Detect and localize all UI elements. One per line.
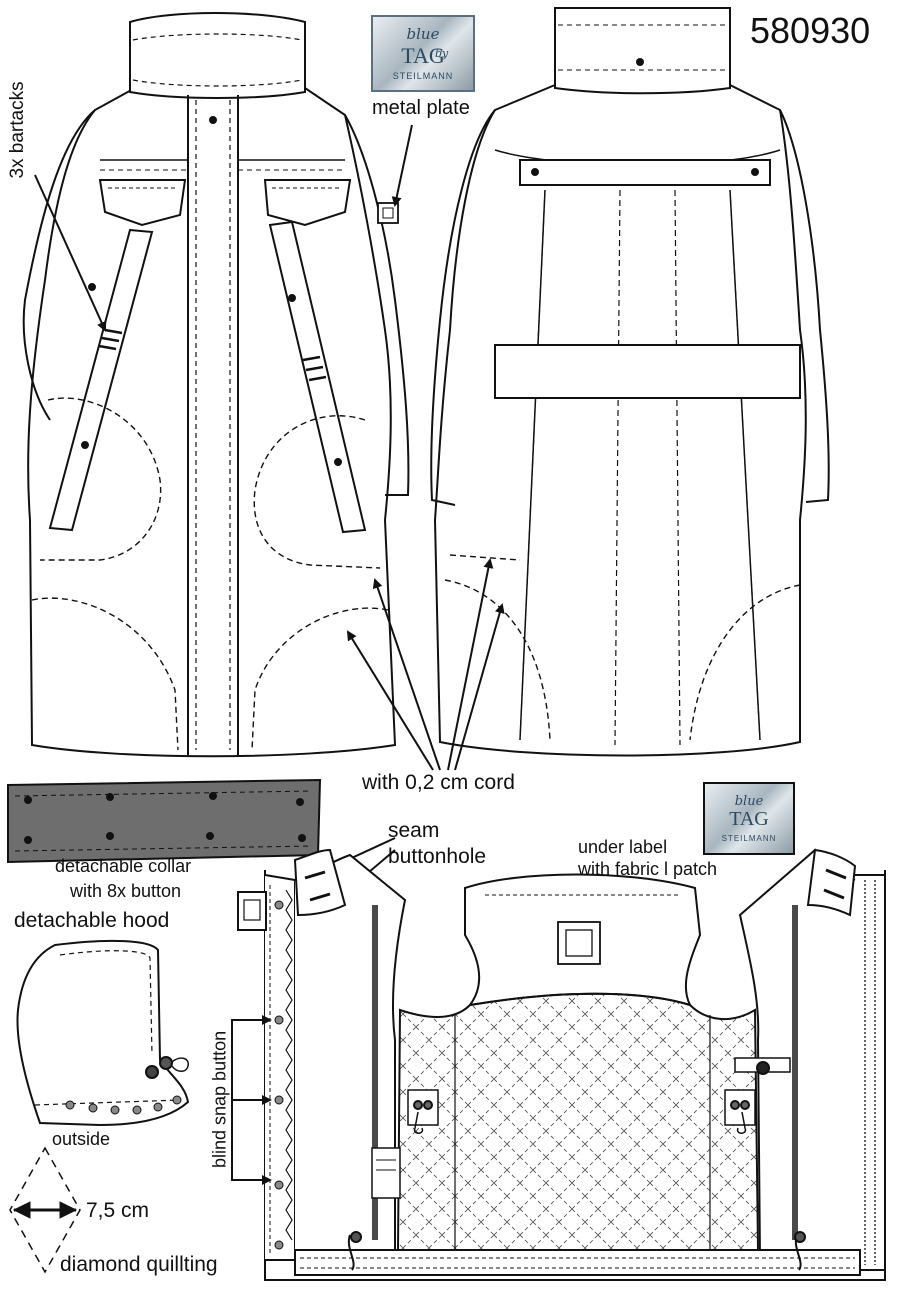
detachable-hood-piece (16, 939, 190, 1127)
brand-maker-text: STEILMANN (721, 834, 777, 843)
brand-script-text: blue (406, 25, 440, 43)
label-outside: outside (52, 1129, 111, 1149)
label-fabric-patch: with fabric l patch (578, 859, 718, 879)
label-detachable-hood: detachable hood (14, 909, 170, 932)
brand-maker-text: STEILMANN (392, 71, 454, 81)
label-diamond-quilting: diamond quillting (60, 1253, 218, 1276)
label-metal-plate: metal plate (372, 97, 470, 119)
label-detachable-collar: detachable collar (55, 856, 192, 876)
diamond-quilting-diagram (9, 1146, 81, 1274)
article-number: 580930 (750, 10, 871, 51)
blind-snap-brace (231, 1015, 272, 1185)
label-bartacks: 3x bartacks (7, 81, 29, 179)
label-cord: with 0,2 cm cord (362, 771, 515, 794)
label-seam: seam (388, 819, 440, 842)
label-blind-snap-button: blind snap button (209, 1030, 230, 1169)
label-collar-buttons: with 8x button (70, 881, 182, 901)
brand-by-text: by (435, 47, 449, 60)
brand-metal-plate-top: blue TAG by STEILMANN (371, 15, 475, 92)
brand-tag-text: TAG (729, 808, 769, 830)
brand-script-text: blue (734, 794, 764, 809)
coat-back-view (430, 7, 830, 757)
label-measure: 7,5 cm (86, 1199, 150, 1222)
coat-inside-view (237, 848, 886, 1281)
detachable-collar-piece (7, 778, 322, 864)
label-buttonhole: buttonhole (388, 845, 487, 868)
brand-tag-text: TAG (401, 43, 445, 68)
label-under-label: under label (578, 837, 668, 857)
coat-front-view (22, 12, 410, 758)
brand-metal-plate-inside: blue TAG STEILMANN (703, 782, 795, 855)
